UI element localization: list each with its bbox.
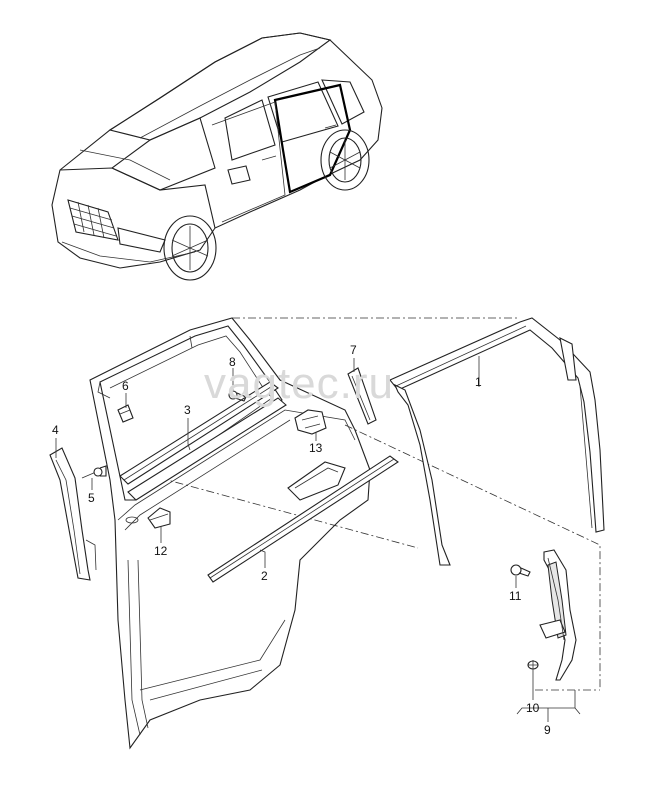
part-5-screw bbox=[81, 465, 107, 479]
leader-lines bbox=[55, 356, 581, 722]
callout-4: 4 bbox=[52, 423, 59, 437]
part-9-trim-assembly bbox=[539, 549, 577, 681]
callout-3: 3 bbox=[184, 403, 191, 417]
reference-lines bbox=[159, 317, 601, 691]
part-10-clip bbox=[527, 660, 539, 670]
part-11-screw bbox=[510, 564, 531, 577]
callout-8: 8 bbox=[229, 355, 236, 369]
callout-13: 13 bbox=[309, 441, 323, 455]
callout-9: 9 bbox=[544, 723, 551, 737]
rear-door-body bbox=[89, 317, 371, 750]
callout-12: 12 bbox=[154, 544, 168, 558]
part-12-guide bbox=[147, 507, 171, 529]
part-3-window-strip bbox=[119, 381, 287, 501]
callout-6: 6 bbox=[122, 379, 129, 393]
part-4-pillar-trim bbox=[49, 447, 97, 581]
callout-1: 1 bbox=[475, 375, 482, 389]
callout-5: 5 bbox=[88, 491, 95, 505]
part-8-bolt bbox=[228, 390, 247, 402]
callout-10: 10 bbox=[526, 701, 540, 715]
part-2-outer-strip bbox=[207, 455, 399, 583]
part-13-bracket bbox=[294, 409, 327, 435]
part-7-triangle-trim bbox=[347, 367, 377, 425]
part-1-window-channel bbox=[389, 317, 605, 566]
part-6-clip bbox=[117, 404, 134, 423]
callout-11: 11 bbox=[509, 589, 522, 603]
callout-labels: 1 2 3 4 5 6 7 8 9 10 11 12 13 bbox=[52, 343, 551, 737]
callout-2: 2 bbox=[261, 569, 268, 583]
car-overview-illustration bbox=[51, 32, 383, 281]
callout-7: 7 bbox=[350, 343, 357, 357]
watermark-text: vagtec.ru bbox=[204, 359, 394, 408]
